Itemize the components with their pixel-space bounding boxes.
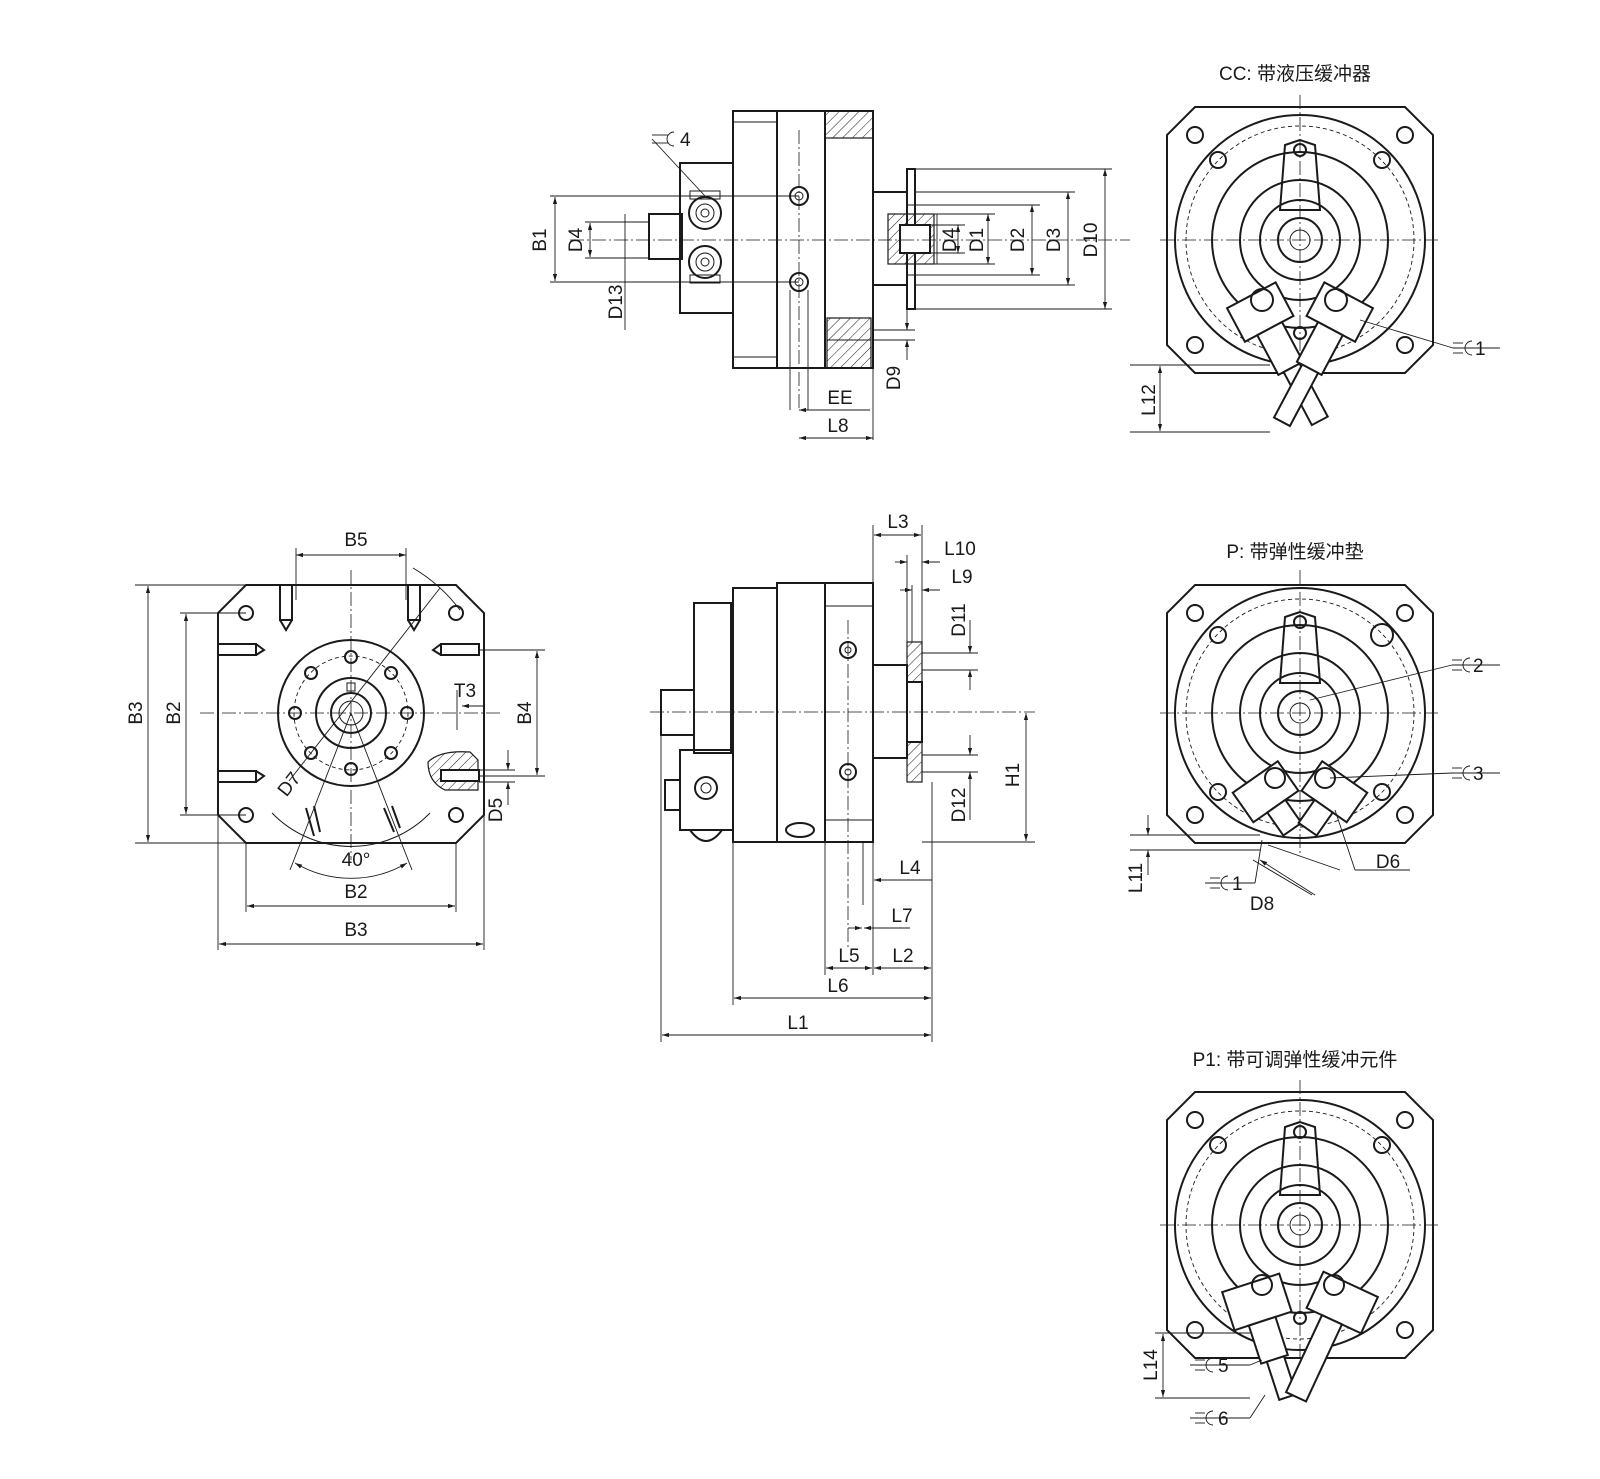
dim-l14: L14: [1141, 1349, 1162, 1381]
dim-l3: L3: [887, 512, 908, 533]
wrench-icon: [1464, 340, 1473, 356]
dim-l12: L12: [1139, 384, 1160, 416]
wrench-icon: [1205, 1357, 1214, 1373]
dim-d11: D11: [949, 603, 970, 636]
wrench-size-2: 2: [1473, 656, 1484, 677]
dim-d13: D13: [606, 285, 627, 320]
wrench-size-1-p: 1: [1232, 874, 1243, 895]
dim-b1: B1: [530, 228, 551, 251]
dim-t3: T3: [454, 681, 476, 702]
dim-d4-right: D4: [940, 227, 961, 252]
dim-b4: B4: [515, 701, 536, 725]
front-view: B5 B3 B2 T3 B4 D7 D5 40° B2 B3: [126, 530, 545, 950]
wrench-size-6: 6: [1218, 1409, 1229, 1430]
view-cc: CC: 带液压缓冲器: [1130, 63, 1500, 433]
dim-ee: EE: [827, 388, 852, 409]
dim-d8: D8: [1250, 894, 1274, 915]
dim-d7: D7: [274, 769, 306, 801]
dim-l11: L11: [1126, 863, 1147, 893]
top-view: B1 D4 D13 D4 D1 D2 D3 D10 EE L8 D9 4: [530, 110, 1130, 441]
dim-l10: L10: [944, 539, 976, 560]
view-p1: P1: 带可调弹性缓冲元件: [1141, 1049, 1440, 1430]
dim-d3: D3: [1044, 228, 1065, 252]
dim-l9: L9: [951, 567, 972, 588]
dim-d4-left: D4: [566, 227, 587, 252]
dim-d9: D9: [884, 366, 905, 390]
dim-d6: D6: [1376, 852, 1400, 873]
dim-angle-40: 40°: [342, 850, 371, 871]
dim-b5: B5: [344, 530, 367, 551]
wrench-size-3: 3: [1473, 764, 1484, 785]
view-title-p1: P1: 带可调弹性缓冲元件: [1193, 1049, 1398, 1071]
dim-l6: L6: [827, 976, 848, 997]
wrench-icon: [651, 131, 706, 197]
dim-d12: D12: [949, 788, 970, 823]
dim-l8: L8: [827, 416, 848, 437]
dim-d1: D1: [967, 228, 988, 252]
dim-b3-horizontal: B3: [344, 920, 367, 941]
dim-h1: H1: [1003, 763, 1024, 787]
view-title-cc: CC: 带液压缓冲器: [1219, 63, 1371, 85]
dim-l4: L4: [899, 858, 921, 879]
dim-l1: L1: [787, 1013, 808, 1034]
view-title-p: P: 带弹性缓冲垫: [1226, 541, 1363, 563]
dim-l2: L2: [892, 946, 913, 967]
dim-b2-horizontal: B2: [344, 882, 367, 903]
dim-b2-vertical: B2: [164, 701, 185, 724]
dim-l7: L7: [891, 906, 912, 927]
dim-d10: D10: [1081, 223, 1102, 258]
dim-d5: D5: [486, 798, 507, 822]
wrench-icon: [1462, 657, 1471, 673]
wrench-size-4: 4: [680, 130, 691, 151]
side-view: L3 L10 L9 D11 H1 D12 L4 L7 L5 L2 L6 L1: [650, 512, 1035, 1042]
dim-b3-vertical: B3: [126, 701, 147, 724]
wrench-icon: [1205, 1410, 1214, 1426]
wrench-size-1-cc: 1: [1475, 339, 1486, 360]
view-p: P: 带弹性缓冲垫: [1126, 541, 1500, 915]
dim-l5: L5: [838, 946, 859, 967]
wrench-icon: [1220, 875, 1229, 891]
dim-d2: D2: [1008, 228, 1029, 252]
wrench-icon: [1462, 765, 1471, 781]
wrench-size-5: 5: [1218, 1356, 1229, 1377]
